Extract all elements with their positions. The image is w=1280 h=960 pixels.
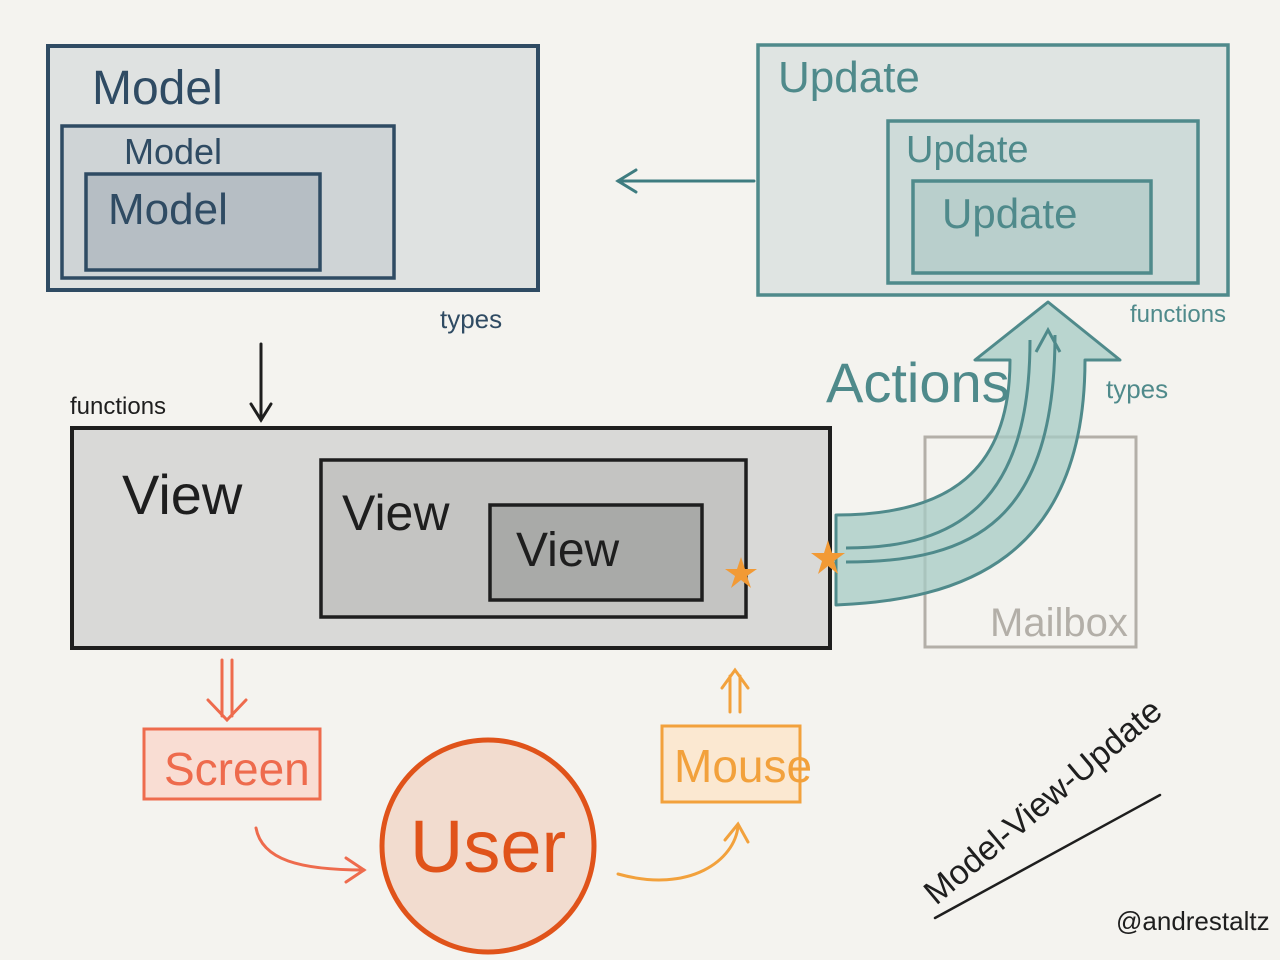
user-circle — [379, 737, 597, 955]
update-inner-box — [911, 179, 1153, 275]
mouse-box — [660, 724, 802, 804]
view-group: functions View View View — [70, 393, 845, 650]
star-icon — [811, 540, 845, 574]
actions-arrow-body — [834, 300, 1122, 607]
arrow-user-to-mouse — [616, 821, 750, 882]
model-middle-label: Model — [124, 131, 222, 172]
view-inner-box — [488, 503, 704, 602]
mouse-label: Mouse — [674, 740, 812, 792]
actions-arrow-inner-line-2 — [845, 334, 1057, 564]
update-group: Update Update Update functions — [756, 43, 1230, 328]
arrow-down-icon — [249, 342, 273, 423]
view-inner-label: View — [516, 524, 620, 577]
model-annotation: types — [440, 304, 502, 334]
update-inner-label: Update — [942, 190, 1077, 237]
update-annotation: functions — [1130, 301, 1226, 328]
view-middle-label: View — [342, 485, 450, 541]
actions-label: Actions — [826, 351, 1010, 414]
update-outer-label: Update — [778, 53, 920, 102]
star-icon — [725, 557, 757, 588]
screen-box — [142, 727, 322, 801]
actions-arrow-inner-head — [1034, 326, 1062, 353]
signature-group: Model-View-Update @andrestaltz — [917, 691, 1270, 936]
model-inner-box — [84, 172, 322, 272]
signature-title: Model-View-Update — [917, 691, 1170, 912]
screen-label: Screen — [164, 743, 310, 795]
user-group: User — [379, 737, 597, 955]
model-outer-label: Model — [92, 62, 223, 115]
update-middle-label: Update — [906, 129, 1029, 171]
screen-group: Screen — [142, 727, 322, 801]
actions-arrow-inner-line-1 — [845, 339, 1032, 550]
mouse-group: Mouse — [660, 724, 812, 804]
model-group: Model Model Model types — [46, 44, 540, 334]
double-arrow-up-icon — [720, 667, 750, 714]
mailbox-label: Mailbox — [990, 601, 1128, 645]
model-inner-label: Model — [108, 185, 228, 234]
actions-annotation: types — [1106, 374, 1168, 404]
view-outer-label: View — [122, 463, 243, 526]
arrow-screen-to-user — [254, 826, 367, 884]
curved-arrow-icon: Actions types — [826, 300, 1168, 607]
arrow-left-icon — [615, 168, 756, 194]
signature-author: @andrestaltz — [1116, 906, 1270, 936]
view-annotation: functions — [70, 393, 166, 420]
user-label: User — [410, 805, 566, 888]
double-arrow-down-icon — [206, 658, 248, 723]
signature-underline — [933, 793, 1162, 920]
